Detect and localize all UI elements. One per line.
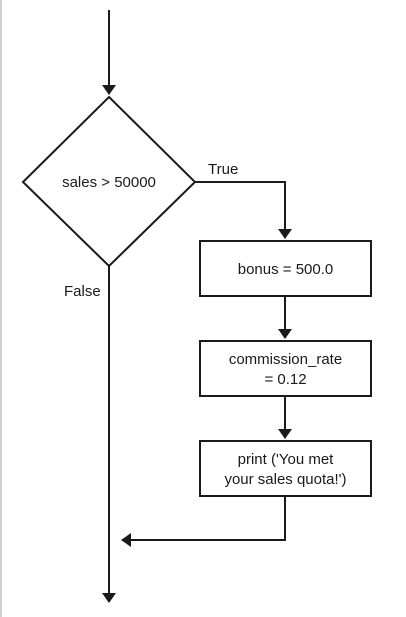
decision-label: sales > 50000 — [62, 174, 156, 191]
process-box-print-line-2: your sales quota!') — [224, 471, 346, 488]
process-box-commission-rate-line-2: = 0.12 — [264, 371, 306, 388]
process-box-commission-rate-line-1: commission_rate — [229, 351, 342, 368]
merge-connector — [121, 496, 286, 547]
process-box-print-line-1: print ('You met — [238, 451, 335, 468]
frame-left-edge — [0, 0, 2, 617]
process-box-bonus-line-1: bonus = 500.0 — [238, 261, 334, 278]
true-branch-connector — [195, 181, 292, 239]
process-box-bonus — [199, 240, 372, 297]
true-branch-label: True — [208, 161, 238, 178]
false-branch-label: False — [64, 283, 101, 300]
